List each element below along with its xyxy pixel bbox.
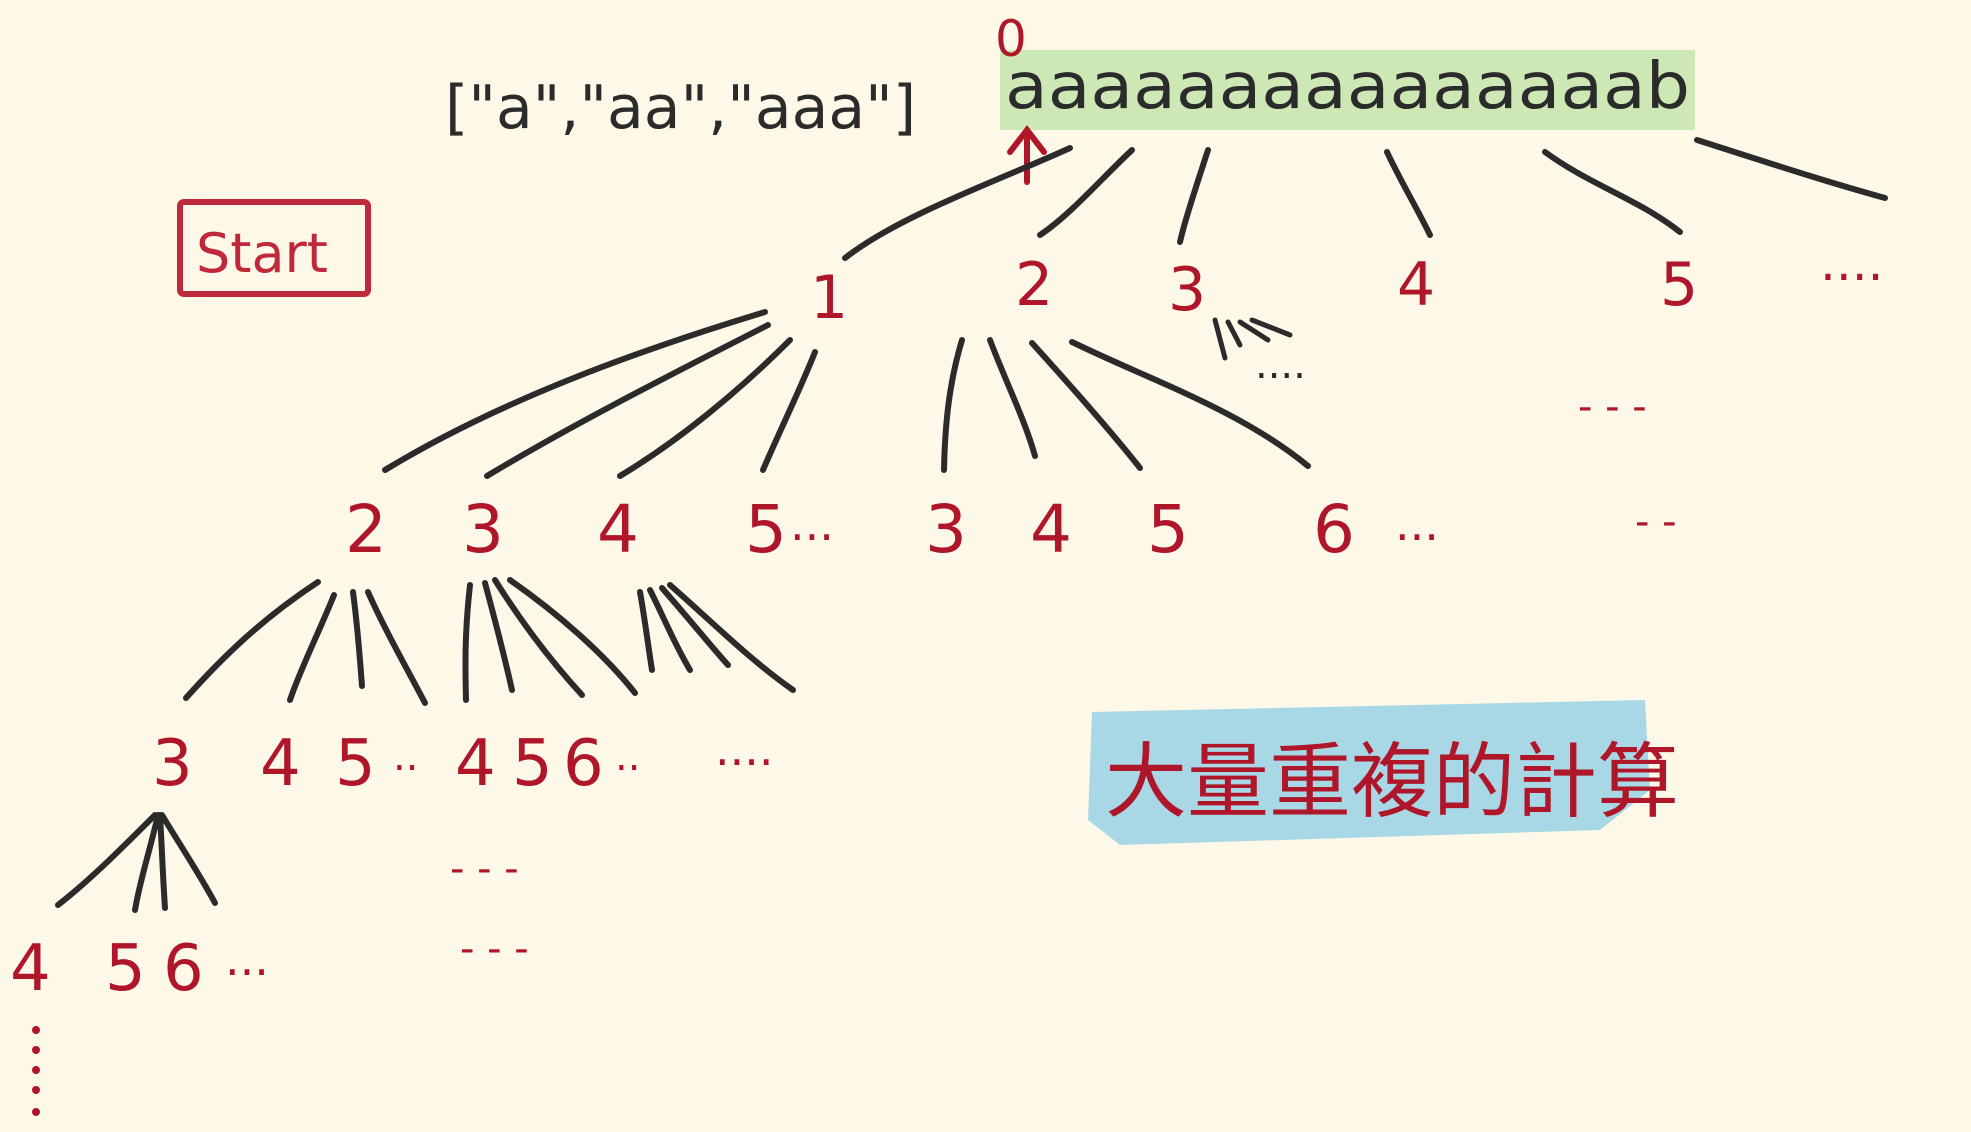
node-l2-5: 5 — [745, 491, 787, 568]
edges-level1 — [842, 137, 1888, 261]
ellipsis-node3: .... — [1255, 342, 1306, 388]
node-l1-4: 4 — [1397, 250, 1435, 320]
ellipsis-l3-a: .. — [393, 734, 418, 780]
node-l2-6: 6 — [1313, 491, 1355, 568]
start-index: 0 — [995, 10, 1027, 68]
node-l2-3: 3 — [462, 491, 504, 568]
node-l3-5b: 5 — [512, 727, 553, 801]
node-l3-3: 3 — [152, 727, 193, 801]
edges-level4 — [55, 812, 218, 913]
node-l1-2: 2 — [1015, 250, 1053, 320]
node-l1-1: 1 — [810, 263, 848, 333]
edges-level2 — [382, 309, 1311, 479]
pointer-arrow-icon — [1007, 125, 1047, 185]
edges-node3-fan — [1212, 317, 1293, 361]
node-l1-5: 5 — [1660, 250, 1698, 320]
node-l3-5: 5 — [335, 727, 376, 801]
target-string: aaaaaaaaaaaaaaab — [1005, 50, 1690, 124]
ellipsis-l3-b: .. — [615, 734, 640, 780]
node-l3-6: 6 — [563, 727, 604, 801]
level2-nodes: 2 3 4 5 ... 3 4 5 6 ... — [345, 491, 1439, 568]
start-label: Start — [196, 222, 328, 285]
node-l2-2: 2 — [345, 491, 387, 568]
node-l2-4: 4 — [597, 491, 639, 568]
level1-nodes: 1 2 3 4 5 .... — [810, 234, 1884, 333]
highlight-note: 大量重複的計算 — [1105, 735, 1679, 830]
level3-nodes: 3 4 5 .. 4 5 6 .. .... — [152, 722, 774, 801]
node-l3-4b: 4 — [455, 727, 496, 801]
note-highlight — [1088, 700, 1650, 845]
node-l2-4b: 4 — [1030, 491, 1072, 568]
ellipsis-l1: .... — [1820, 234, 1884, 292]
word-dict: ["a","aa","aaa"] — [445, 73, 916, 143]
node-l4-4: 4 — [10, 932, 51, 1006]
node-l4-5: 5 — [105, 932, 146, 1006]
dashes-mid-1: - - - — [450, 846, 519, 892]
ellipsis-l3-c: .... — [715, 722, 774, 776]
level4-nodes: 4 5 6 ... — [10, 932, 269, 1006]
node-l2-5b: 5 — [1147, 491, 1189, 568]
node-l3-4: 4 — [260, 727, 301, 801]
node-l1-3: 3 — [1168, 255, 1206, 325]
string-highlight — [1000, 50, 1695, 130]
ellipsis-l2-b: ... — [1395, 497, 1439, 551]
ellipsis-l4: ... — [225, 932, 269, 986]
node-l4-6: 6 — [163, 932, 204, 1006]
start-box — [177, 199, 371, 297]
node-l2-3b: 3 — [925, 491, 967, 568]
dashes-right-2: - - — [1635, 499, 1677, 545]
dashes-mid-2: - - - — [460, 926, 529, 972]
vertical-ellipsis — [32, 1026, 40, 1116]
dashes-right-1: - - - — [1578, 384, 1647, 430]
edges-level3 — [183, 577, 796, 706]
ellipsis-l2-a: ... — [790, 497, 834, 551]
